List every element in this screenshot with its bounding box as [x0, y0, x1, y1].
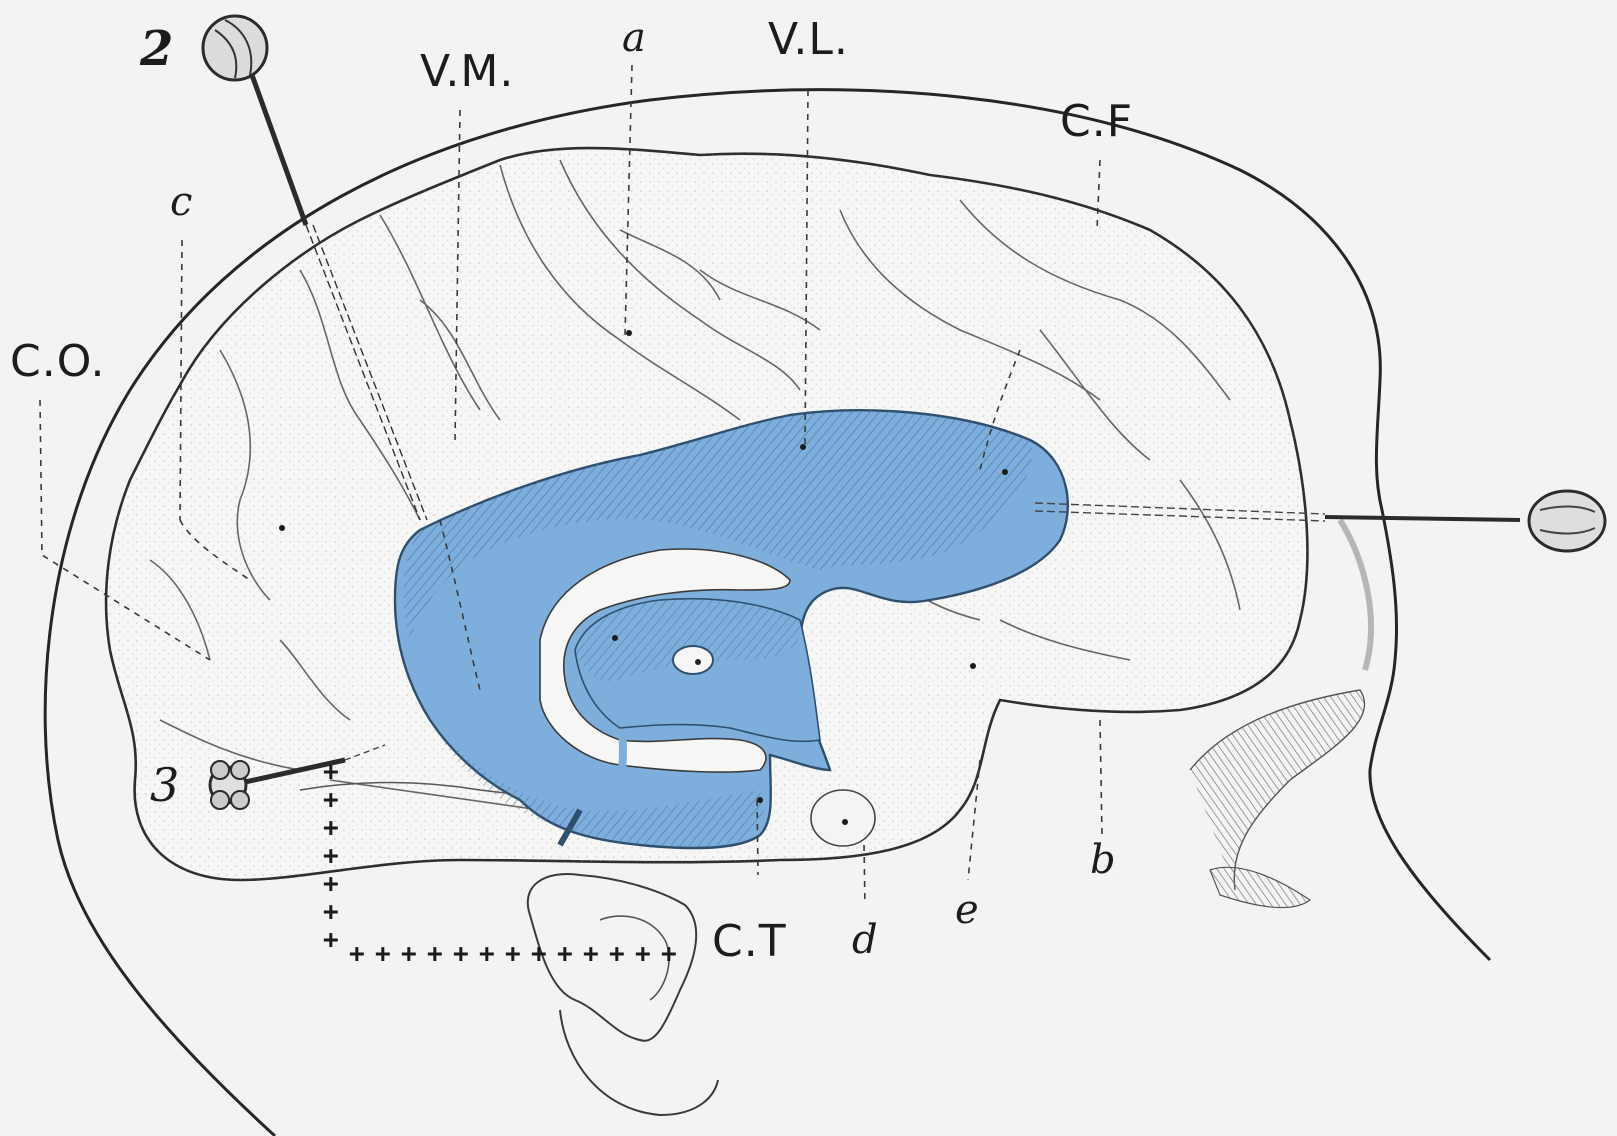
svg-text:+: + [323, 841, 339, 871]
label-cf: C.F [1060, 100, 1133, 144]
orbit-shading [1340, 520, 1371, 670]
svg-text:+: + [609, 939, 625, 969]
label-pin-3: 3 [150, 762, 179, 808]
svg-text:+: + [323, 925, 339, 955]
svg-text:+: + [323, 757, 339, 787]
label-e: e [955, 890, 979, 930]
svg-text:+: + [661, 939, 677, 969]
jaw-shading [1210, 867, 1310, 907]
label-vl: V.L. [768, 18, 849, 62]
svg-text:+: + [583, 939, 599, 969]
svg-text:+: + [349, 939, 365, 969]
svg-text:+: + [323, 897, 339, 927]
svg-text:+: + [323, 813, 339, 843]
svg-text:+: + [323, 869, 339, 899]
svg-text:+: + [401, 939, 417, 969]
nose-eye-shading [1190, 690, 1365, 890]
foramen-dot [695, 659, 701, 665]
label-d: d [852, 920, 878, 960]
label-a: a [622, 18, 646, 58]
svg-text:+: + [635, 939, 651, 969]
label-c: c [170, 182, 192, 222]
svg-text:+: + [479, 939, 495, 969]
foramen-oval [673, 646, 713, 674]
svg-text:+: + [375, 939, 391, 969]
label-co: C.O. [10, 340, 106, 384]
svg-text:+: + [557, 939, 573, 969]
label-vm: V.M. [420, 50, 514, 94]
svg-text:+: + [531, 939, 547, 969]
label-b: b [1090, 840, 1116, 880]
label-ct: C.T [712, 920, 787, 964]
svg-text:+: + [453, 939, 469, 969]
ear-outline [528, 874, 718, 1115]
svg-text:+: + [427, 939, 443, 969]
svg-text:+: + [323, 785, 339, 815]
svg-text:+: + [505, 939, 521, 969]
pale-region-d [811, 790, 875, 846]
label-pin-2: 2 [140, 25, 173, 73]
